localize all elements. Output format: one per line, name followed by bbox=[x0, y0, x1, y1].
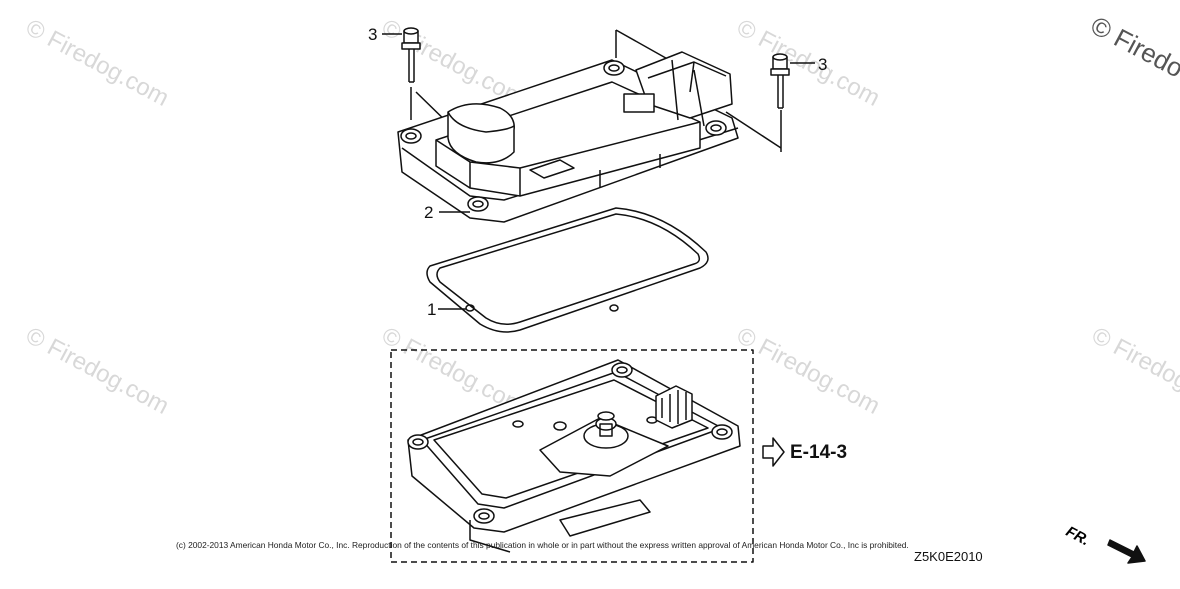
reference-arrow-icon bbox=[762, 437, 785, 467]
diagram-code: Z5K0E2010 bbox=[914, 549, 983, 564]
callout-3-left: 3 bbox=[368, 25, 378, 44]
screw-part-3-right[interactable] bbox=[770, 53, 790, 109]
callout-2: 2 bbox=[424, 203, 434, 222]
copyright-notice: (c) 2002-2013 American Honda Motor Co., … bbox=[176, 540, 909, 550]
control-cover-part-2[interactable] bbox=[397, 51, 739, 223]
callout-3-right: 3 bbox=[818, 55, 828, 74]
guide-line bbox=[725, 111, 782, 149]
reference-box bbox=[390, 349, 754, 563]
gasket-part-1[interactable] bbox=[426, 207, 709, 333]
screw-part-3-left[interactable] bbox=[401, 27, 421, 83]
base-assembly bbox=[407, 359, 741, 553]
callout-1: 1 bbox=[427, 300, 437, 319]
front-arrow-icon bbox=[1107, 539, 1146, 564]
reference-link[interactable]: E-14-3 bbox=[790, 442, 848, 463]
